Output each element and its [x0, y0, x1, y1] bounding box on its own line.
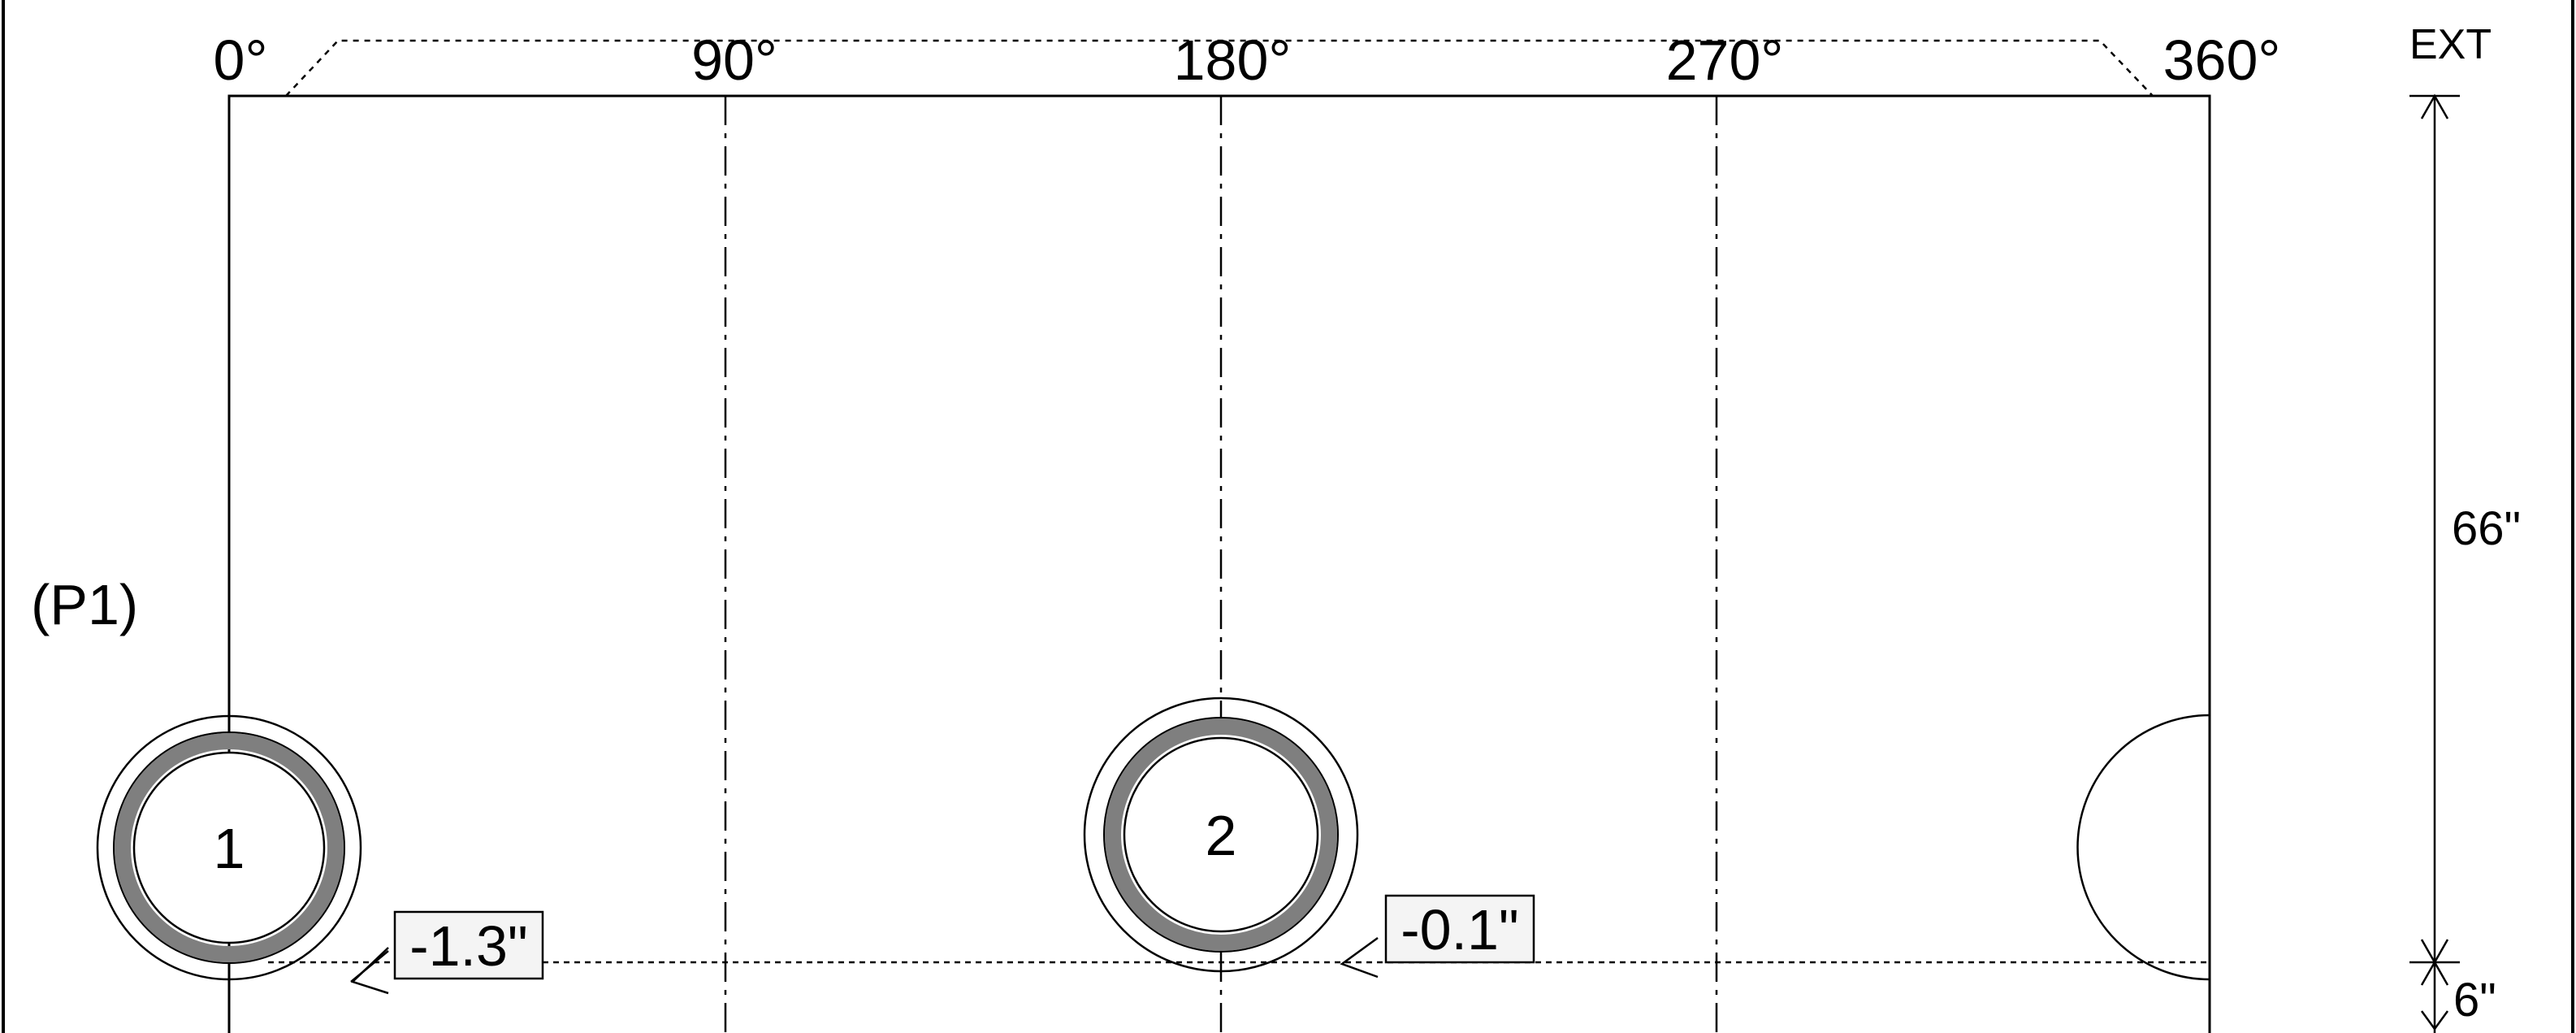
dimension-lower-value: 6"	[2453, 974, 2496, 1026]
degree-label-270: 270°	[1666, 28, 1784, 92]
nozzle-1-bore	[132, 751, 326, 944]
dimension-arrow-bottom	[2420, 1010, 2449, 1031]
degree-label-360: 360°	[2163, 28, 2281, 92]
nozzle-2: 2	[1083, 697, 1359, 973]
nozzle-1-wraparound-arc	[2076, 714, 2210, 981]
nozzle-1-number: 1	[214, 817, 245, 880]
nozzle-2-offset-value: -0.1"	[1401, 898, 1518, 961]
nozzle-1-offset-value: -1.3"	[409, 914, 527, 978]
nozzle-2-ring-outer-edge	[1103, 717, 1339, 953]
nozzle-2-offset-box	[1384, 894, 1535, 964]
side-label: EXT	[2409, 21, 2492, 68]
nozzle-2-bore	[1123, 736, 1319, 933]
nozzle-2-pad	[1083, 697, 1359, 973]
top-dotted-outline	[285, 39, 2154, 97]
nozzle-1: 1	[96, 714, 362, 981]
degree-label-0: 0°	[214, 28, 268, 92]
nozzle-2-number: 2	[1206, 804, 1237, 867]
nozzle-2-offset-arrow-head	[1340, 936, 1379, 979]
nozzle-1-pad	[96, 714, 362, 981]
degree-label-180: 180°	[1174, 28, 1292, 92]
shell-outline	[227, 94, 2211, 1033]
nozzle-2-offset-callout: -0.1"	[1340, 894, 1535, 979]
dimension-upper-value: 66"	[2452, 502, 2521, 555]
section-label: (P1)	[31, 573, 138, 636]
nozzle-1-offset-box	[393, 910, 544, 980]
vertical-dimension: 66" 6"	[2409, 93, 2521, 1033]
nozzle-1-offset-arrow-head	[350, 947, 389, 995]
dimension-arrow-mid-lower	[2420, 960, 2449, 986]
nozzle-1-ring	[115, 733, 344, 962]
nozzle-2-ring	[1105, 718, 1337, 951]
dimension-arrow-top	[2420, 93, 2449, 119]
nozzle-1-offset-callout: -1.3"	[350, 910, 544, 995]
nozzle-1-ring-outer-edge	[113, 731, 345, 964]
degree-label-90: 90°	[691, 28, 777, 92]
